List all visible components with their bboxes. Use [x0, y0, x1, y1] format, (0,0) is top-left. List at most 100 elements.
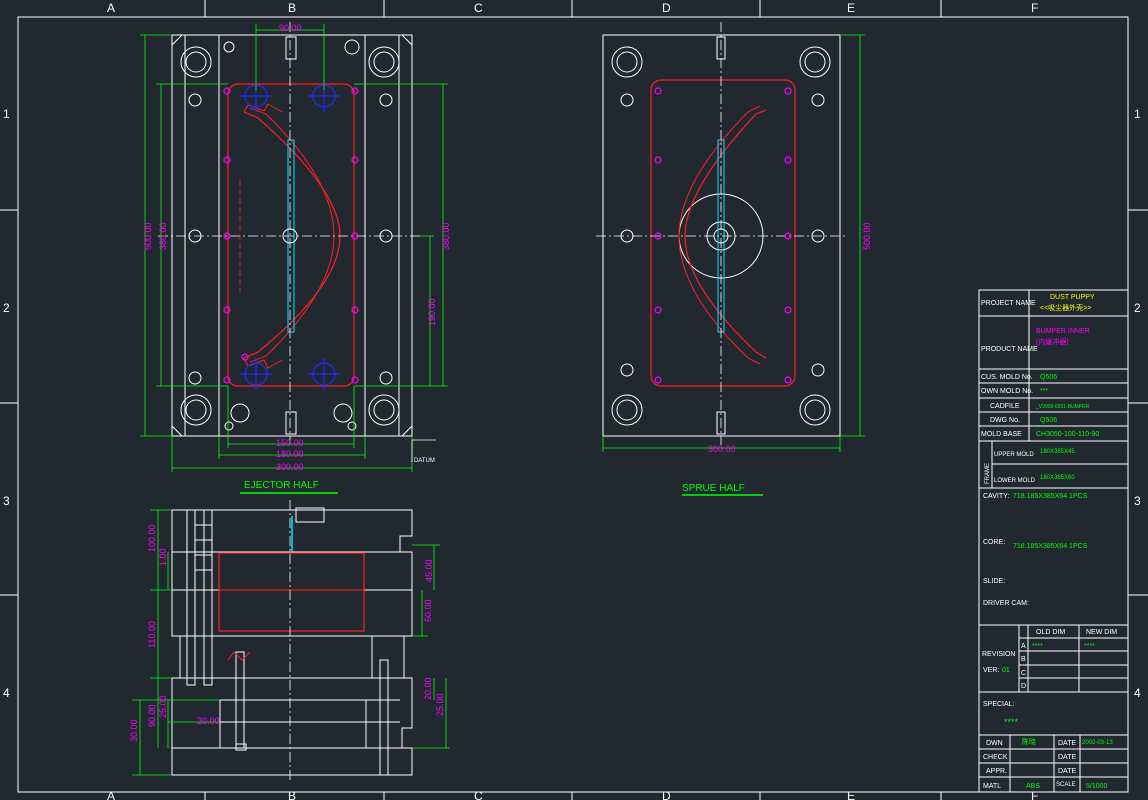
border-row-right-3: 3: [1134, 494, 1141, 508]
tb-rev-letter-c: C: [1021, 670, 1026, 677]
dim-height-190: 190.00: [427, 298, 437, 326]
tb-old-dim-label: OLD DIM: [1036, 629, 1065, 636]
tb-own-mold-label: OWN MOLD No.: [981, 388, 1033, 395]
tb-ver-label: VER:: [983, 667, 999, 674]
tb-product-name-value2: (内缓冲器): [1036, 337, 1069, 346]
tb-new-dim-label: NEW DIM: [1086, 629, 1117, 636]
tb-cavity-label: CAVITY:: [983, 493, 1009, 500]
tb-special-value: ****: [1004, 717, 1019, 727]
sprue-half-title: SPRUE HALF: [682, 483, 745, 494]
tb-lower-mold-label: LOWER MOLD: [994, 478, 1036, 484]
sec-dim-25b: 25.00: [435, 693, 445, 716]
tb-slide-label: SLIDE:: [983, 578, 1005, 585]
tb-ver-value: 01: [1002, 667, 1010, 674]
tb-cus-mold-label: CUS. MOLD No.: [981, 374, 1033, 381]
ejector-half-title: EJECTOR HALF: [244, 480, 319, 491]
sec-dim-30: 30.00: [129, 719, 139, 742]
sec-dim-60: 60.00: [423, 599, 433, 622]
sec-dim-110: 110.00: [147, 621, 157, 648]
tb-date-label-1: DATE: [1058, 740, 1076, 747]
tb-core-value: 718.185X385X64 1PCS: [1013, 543, 1088, 550]
dim-height-360: 360.00: [158, 222, 168, 250]
tb-rev-new-a: ****: [1084, 643, 1095, 650]
tb-dwn-value: 陈晓: [1022, 737, 1036, 746]
ejector-half-view[interactable]: 90.00 500.00 360.00 380.00 190.00 150.00…: [140, 22, 451, 494]
tb-appr-label: APPR.: [986, 768, 1007, 775]
border-labels: A B C D E F A B C D E F 1 2 3 4 1 2 3 4: [3, 1, 1141, 800]
dim-height-500: 500.00: [143, 222, 153, 250]
border-col-bottom-f: F: [1031, 789, 1038, 800]
tb-scale-label: SCALE: [1056, 782, 1076, 788]
tb-check-label: CHECK: [983, 754, 1008, 761]
border-row-right-2: 2: [1134, 301, 1141, 315]
tb-rev-letter-b: B: [1021, 656, 1026, 663]
tb-rev-letter-d: D: [1021, 683, 1026, 690]
tb-product-name-value1: BUMPER INNER: [1036, 328, 1090, 335]
border-col-bottom-d: D: [662, 789, 671, 800]
dim-top-90: 90.00: [279, 23, 302, 33]
tb-cus-mold-value: Q506: [1040, 374, 1057, 381]
sec-dim-90: 90.00: [147, 704, 157, 727]
sec-dim-20a: 20.00: [197, 716, 220, 726]
border-row-left-2: 2: [3, 301, 10, 315]
tb-upper-mold-label: UPPER MOLD: [994, 452, 1034, 458]
border-row-right-4: 4: [1134, 686, 1141, 700]
tb-mold-base-value: CH3050-100-110-90: [1036, 431, 1099, 438]
sec-dim-100: 100.00: [147, 524, 157, 552]
tb-rev-letter-a: A: [1021, 643, 1026, 650]
border-col-top-a: A: [107, 1, 115, 15]
border-col-top-d: D: [662, 1, 671, 15]
tb-mold-base-label: MOLD BASE: [981, 431, 1022, 438]
tb-frame-label: FRAME: [985, 463, 991, 484]
tb-special-label: SPECIAL:: [983, 701, 1015, 708]
tb-dwn-label: DWN: [986, 740, 1003, 747]
tb-matl-value: ABS: [1026, 783, 1040, 790]
tb-date-label-2: DATE: [1058, 754, 1076, 761]
dim-width-180: 180.00: [276, 449, 304, 459]
border-col-bottom-c: C: [474, 789, 483, 800]
border-col-top-e: E: [847, 1, 855, 15]
tb-upper-mold-value: 180X385X45: [1040, 449, 1075, 455]
sprue-half-view[interactable]: 300.00 500.00 SPRUE HALF: [596, 22, 872, 496]
dim-height-380: 380.00: [441, 222, 451, 250]
sec-dim-1: 1.00: [158, 548, 168, 566]
title-block[interactable]: PROJECT NAME DUST PUPPY <<吸尘器外壳>> PRODUC…: [978, 289, 1129, 793]
tb-project-name-value2: <<吸尘器外壳>>: [1040, 303, 1091, 312]
tb-dwg-value: Q506: [1040, 417, 1057, 424]
tb-own-mold-value: ***: [1040, 388, 1048, 395]
border-col-bottom-a: A: [107, 789, 115, 800]
sec-dim-45: 45.00: [424, 559, 434, 582]
border-row-left-1: 1: [3, 107, 10, 121]
tb-project-name-value1: DUST PUPPY: [1050, 294, 1095, 301]
border-col-top-b: B: [288, 1, 296, 15]
tb-matl-label: MATL: [983, 783, 1001, 790]
tb-product-name-label: PRODUCT NAME: [981, 346, 1038, 353]
border-col-bottom-e: E: [847, 789, 855, 800]
border-col-bottom-b: B: [288, 789, 296, 800]
tb-core-label: CORE:: [983, 539, 1005, 546]
border-col-top-f: F: [1031, 1, 1038, 15]
tb-rev-old-a: ****: [1032, 643, 1043, 650]
dim-width-300: 300.00: [276, 462, 304, 472]
dim-width-150: 150.00: [276, 438, 304, 448]
border-row-left-4: 4: [3, 686, 10, 700]
sec-dim-20b: 20.00: [423, 677, 433, 700]
tb-cadfile-label: CADFILE: [990, 403, 1020, 410]
tb-project-name-label: PROJECT NAME: [981, 300, 1036, 307]
sec-dim-25a: 25.00: [158, 695, 168, 718]
tb-date-label-3: DATE: [1058, 768, 1076, 775]
datum-label: DATUM: [414, 458, 435, 464]
tb-scale-value: 5/1000: [1086, 783, 1108, 790]
border-row-left-3: 3: [3, 494, 10, 508]
border-col-top-c: C: [474, 1, 483, 15]
sprue-dim-width: 300.00: [708, 444, 736, 454]
tb-cadfile-value: _V2008-0301-BUMPER: [1035, 404, 1089, 410]
tb-driver-cam-label: DRIVER CAM:: [983, 600, 1029, 607]
section-view[interactable]: 100.00 1.00 110.00 90.00 25.00 30.00 20.…: [129, 500, 450, 780]
tb-cavity-value: 718.185X385X64 1PCS: [1013, 493, 1088, 500]
tb-dwg-label: DWG No.: [990, 417, 1020, 424]
tb-date-value-1: 2002-03-13: [1082, 740, 1113, 746]
border-row-right-1: 1: [1134, 107, 1141, 121]
tb-lower-mold-value: 180X385X60: [1040, 475, 1075, 481]
